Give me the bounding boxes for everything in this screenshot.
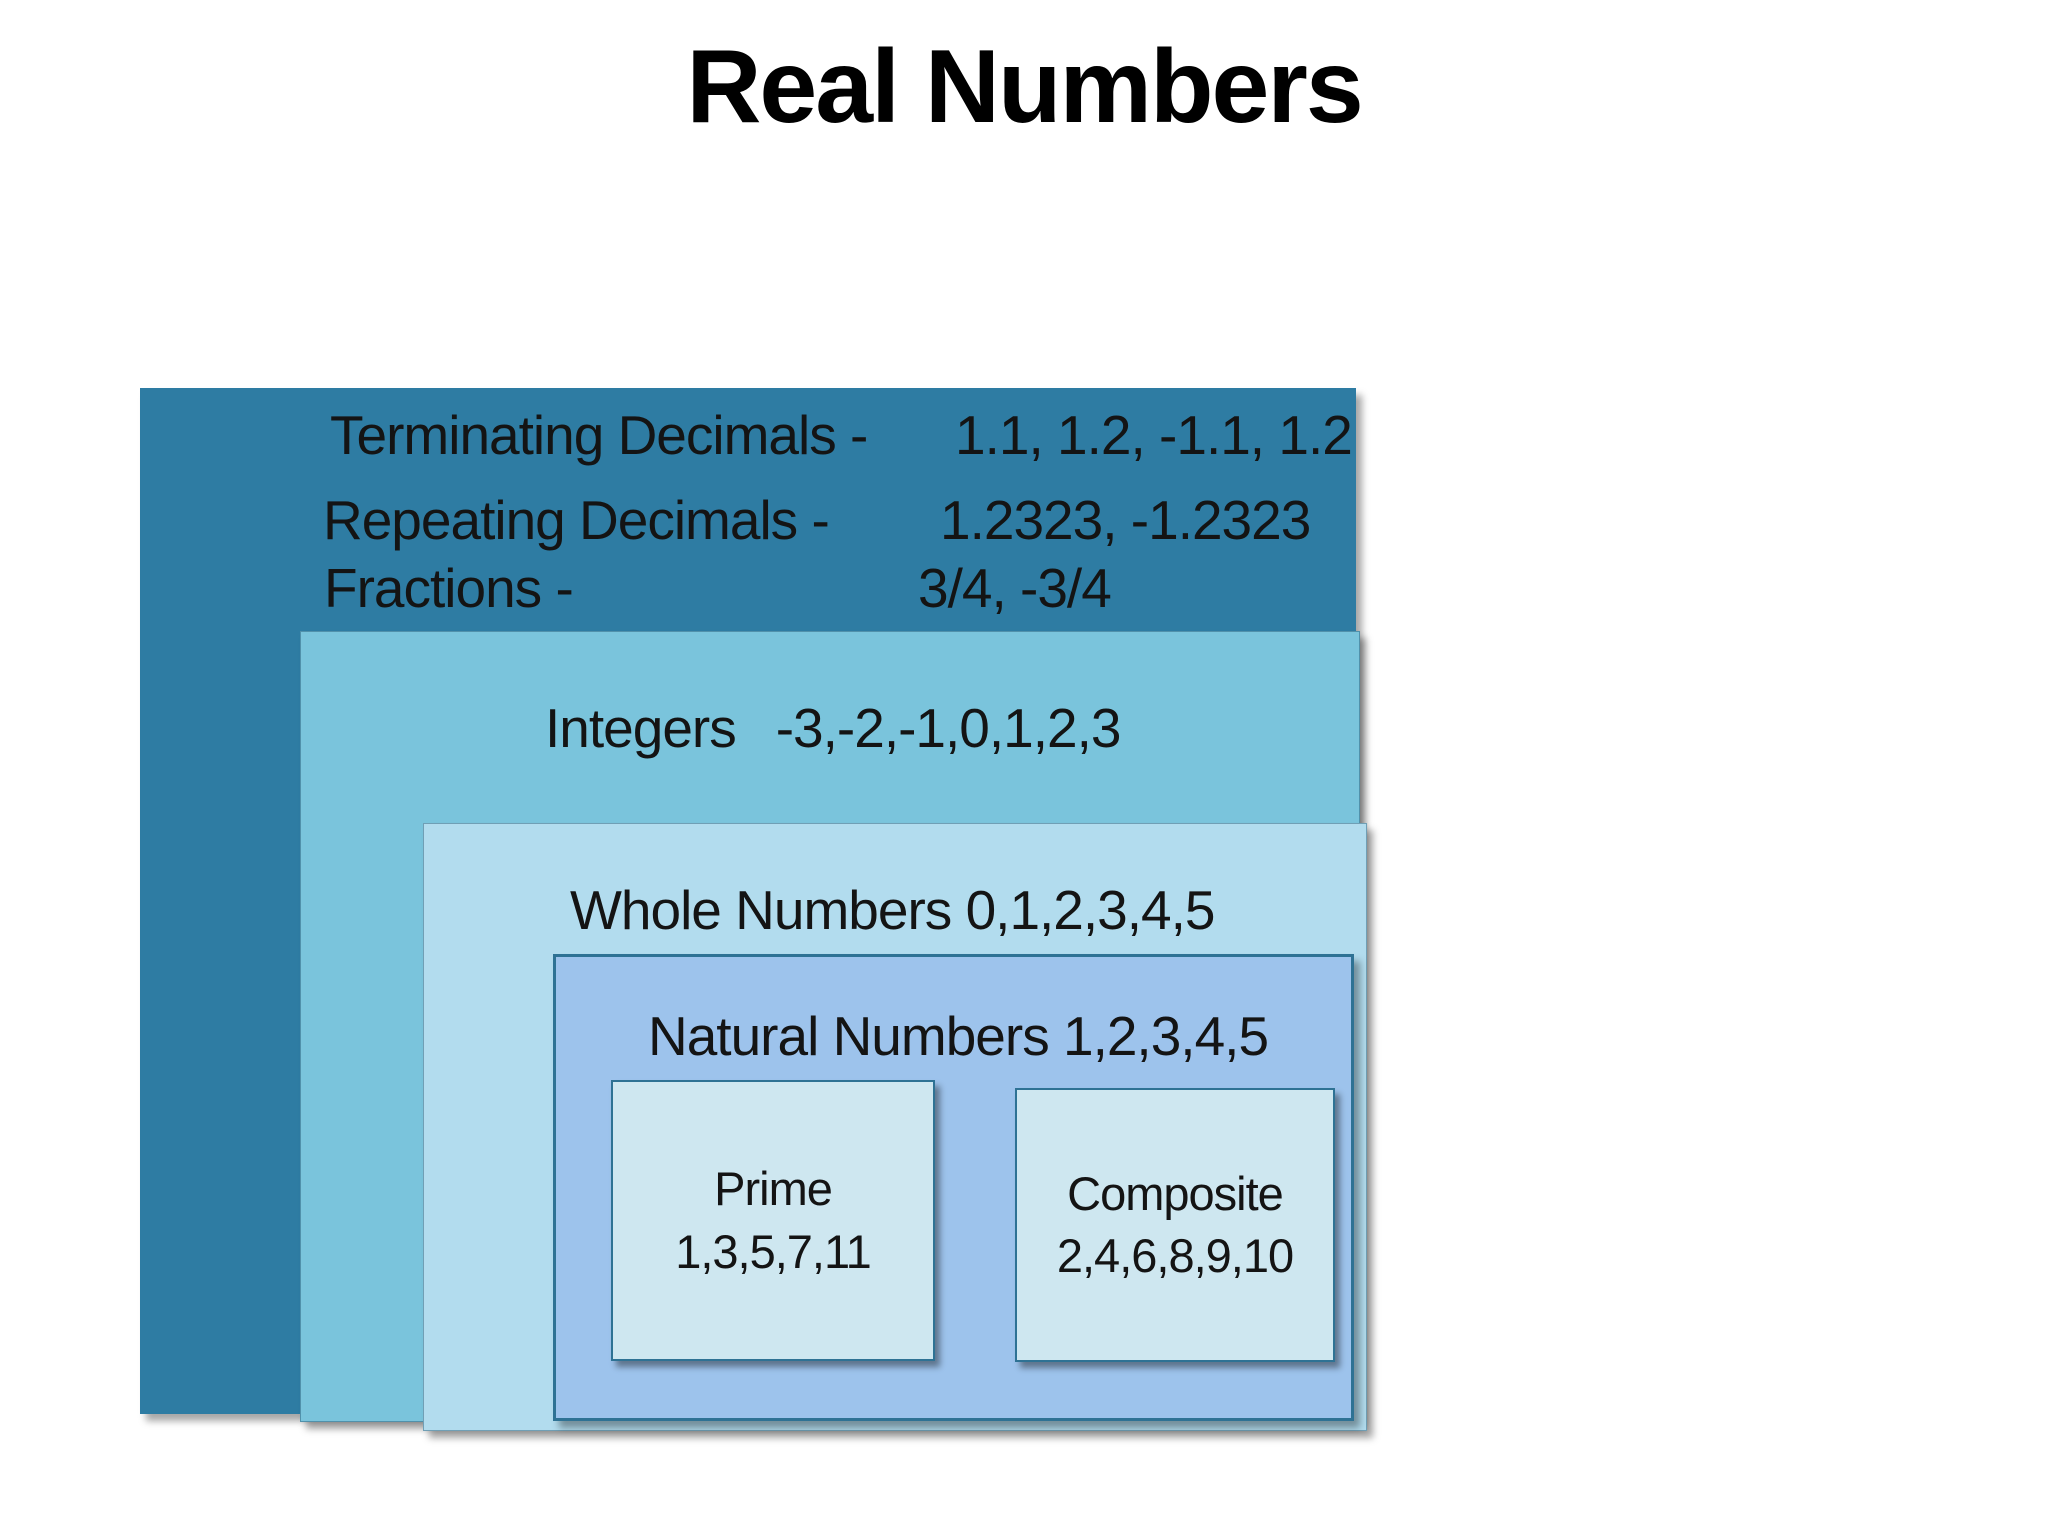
repeating-decimals-line: Repeating Decimals - 1.2323, -1.2323: [323, 489, 1311, 553]
fractions-examples: 3/4, -3/4: [918, 557, 1112, 619]
repeating-decimals-label: Repeating Decimals -: [323, 489, 830, 551]
repeating-decimals-examples: 1.2323, -1.2323: [940, 489, 1311, 551]
composite-label: Composite: [1067, 1166, 1284, 1220]
integers-examples: -3,-2,-1,0,1,2,3: [775, 697, 1122, 759]
natural-numbers-caption: Natural Numbers 1,2,3,4,5: [648, 1005, 1269, 1067]
integers-label: Integers: [545, 697, 737, 759]
prime-examples: 1,3,5,7,11: [675, 1224, 872, 1278]
prime-numbers-text: Prime 1,3,5,7,11: [675, 1158, 872, 1282]
composite-numbers-text: Composite 2,4,6,8,9,10: [1056, 1163, 1294, 1287]
integers-caption: Integers -3,-2,-1,0,1,2,3: [545, 697, 1122, 761]
whole-numbers-caption: Whole Numbers 0,1,2,3,4,5: [570, 879, 1216, 941]
composite-numbers-box: Composite 2,4,6,8,9,10: [1015, 1088, 1335, 1362]
prime-label: Prime: [714, 1162, 833, 1216]
fractions-label: Fractions -: [324, 557, 574, 619]
terminating-decimals-examples: 1.1, 1.2, -1.1, 1.2: [955, 404, 1353, 466]
prime-numbers-box: Prime 1,3,5,7,11: [611, 1080, 935, 1361]
page-title: Real Numbers: [686, 29, 1363, 145]
composite-examples: 2,4,6,8,9,10: [1056, 1229, 1294, 1282]
terminating-decimals-line: Terminating Decimals - 1.1, 1.2, -1.1, 1…: [330, 404, 1353, 468]
fractions-line: Fractions - 3/4, -3/4: [324, 557, 1112, 621]
terminating-decimals-label: Terminating Decimals -: [330, 404, 868, 466]
